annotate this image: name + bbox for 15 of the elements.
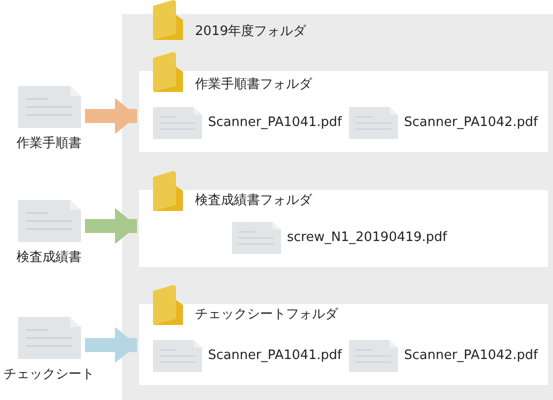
- arrow: [85, 98, 137, 134]
- folder-name: 検査成績書フォルダ: [195, 193, 312, 209]
- file-name: Scanner_PA1042.pdf: [404, 115, 538, 131]
- file-name: screw_N1_20190419.pdf: [287, 230, 447, 246]
- folder-name: チェックシートフォルダ: [195, 307, 338, 323]
- document-label: 検査成績書: [16, 250, 82, 266]
- file-name: Scanner_PA1041.pdf: [208, 115, 342, 131]
- document-label: 作業手順書: [16, 136, 82, 152]
- file-name: Scanner_PA1042.pdf: [404, 348, 538, 364]
- folder-name: 2019年度フォルダ: [195, 24, 306, 40]
- file-name: Scanner_PA1041.pdf: [208, 348, 342, 364]
- arrow: [85, 327, 137, 363]
- document-label: チェックシート: [2, 367, 96, 383]
- arrow: [85, 208, 137, 244]
- folder-name: 作業手順書フォルダ: [195, 77, 312, 93]
